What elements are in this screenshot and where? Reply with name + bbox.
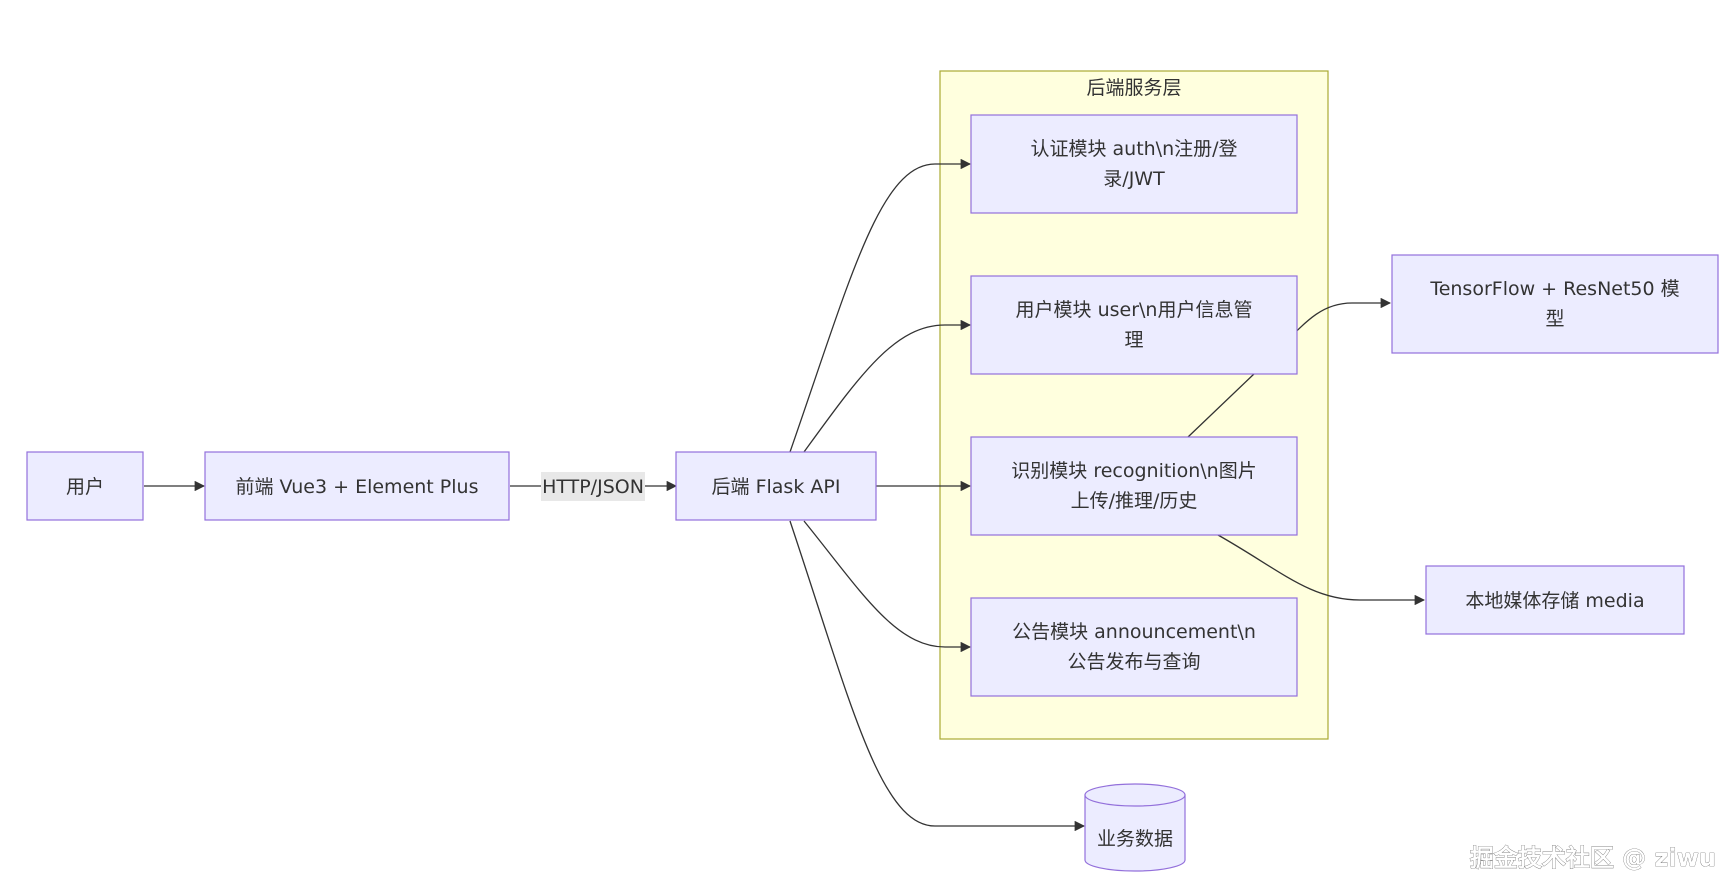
node-announce-label-1: 公告模块 announcement\n	[1012, 621, 1256, 643]
edge-label-bg	[541, 472, 645, 501]
node-media-storage[interactable]: 本地媒体存储 media	[1425, 565, 1685, 635]
node-recog-label-2: 上传/推理/历史	[1071, 490, 1198, 512]
node-user-label: 用户	[66, 476, 104, 498]
node-announcement-module[interactable]: 公告模块 announcement\n 公告发布与查询	[970, 597, 1298, 697]
edge-backend-user	[803, 319, 972, 453]
node-media-label: 本地媒体存储 media	[1465, 590, 1644, 612]
node-tf-label-2: 型	[1545, 308, 1564, 330]
node-tensorflow-model[interactable]: TensorFlow + ResNet50 模 型	[1391, 254, 1719, 354]
node-auth-label-2: 录/JWT	[1103, 168, 1165, 190]
node-business-data-db[interactable]: 业务数据	[1084, 783, 1186, 872]
node-announce-label-2: 公告发布与查询	[1067, 651, 1200, 673]
edges: HTTP/JSON	[144, 158, 1426, 832]
node-recog-label-1: 识别模块 recognition\n图片	[1011, 460, 1256, 482]
edge-recog-media	[1217, 534, 1426, 606]
node-backend-label: 后端 Flask API	[712, 476, 841, 498]
node-usermod-label-2: 理	[1124, 329, 1143, 351]
node-usermod-label-1: 用户模块 user\n用户信息管	[1016, 299, 1253, 321]
node-backend[interactable]: 后端 Flask API	[675, 451, 877, 521]
node-db-label: 业务数据	[1097, 828, 1173, 850]
node-recognition-module[interactable]: 识别模块 recognition\n图片 上传/推理/历史	[970, 436, 1298, 536]
node-tf-label-1: TensorFlow + ResNet50 模	[1429, 278, 1679, 300]
node-user[interactable]: 用户	[26, 451, 144, 521]
node-frontend-label: 前端 Vue3 + Element Plus	[236, 476, 479, 498]
node-frontend[interactable]: 前端 Vue3 + Element Plus	[204, 451, 510, 521]
edge-label-http-json: HTTP/JSON	[542, 476, 644, 498]
edge-backend-auth	[789, 158, 972, 453]
watermark: 掘金技术社区 @ ziwu	[1470, 844, 1716, 872]
edge-backend-announce	[803, 520, 972, 653]
node-auth-label-1: 认证模块 auth\n注册/登	[1030, 138, 1237, 160]
subgraph-title: 后端服务层	[1086, 77, 1181, 99]
edge-backend-db	[789, 520, 1086, 832]
node-user-module[interactable]: 用户模块 user\n用户信息管 理	[970, 275, 1298, 375]
node-auth-module[interactable]: 认证模块 auth\n注册/登 录/JWT	[970, 114, 1298, 214]
